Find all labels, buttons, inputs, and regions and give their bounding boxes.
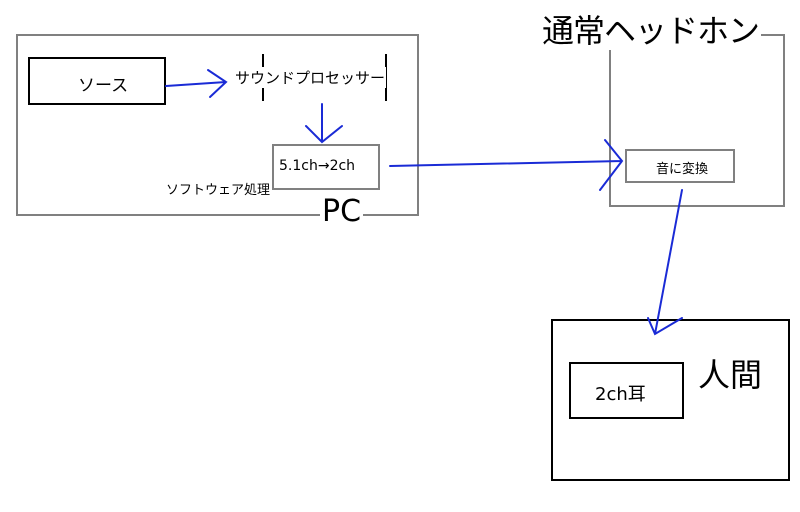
source-label: ソース bbox=[78, 76, 129, 96]
conversion-box: 5.1ch→2ch bbox=[272, 144, 380, 190]
arrow-source-to-processor bbox=[165, 69, 228, 98]
arrow-headphone-to-human bbox=[647, 189, 683, 336]
sound-convert-box: 音に変換 bbox=[625, 149, 735, 183]
source-box: ソース bbox=[28, 57, 166, 105]
ear-box: 2ch耳 bbox=[569, 362, 684, 419]
ear-label: 2ch耳 bbox=[595, 384, 646, 405]
human-label: 人間 bbox=[698, 356, 763, 394]
arrow-conversion-to-headphone bbox=[389, 139, 624, 191]
conversion-label: 5.1ch→2ch bbox=[279, 158, 356, 174]
software-processing-label: ソフトウェア処理 bbox=[165, 179, 272, 198]
pc-label: PC bbox=[320, 194, 364, 229]
headphone-label: 通常ヘッドホン bbox=[540, 12, 762, 50]
human-box bbox=[551, 319, 790, 481]
sound-convert-label: 音に変換 bbox=[656, 162, 709, 177]
arrow-processor-to-conversion bbox=[305, 103, 343, 144]
sound-processor-label: サウンドプロセッサー bbox=[234, 67, 387, 88]
pc-box bbox=[16, 34, 419, 216]
